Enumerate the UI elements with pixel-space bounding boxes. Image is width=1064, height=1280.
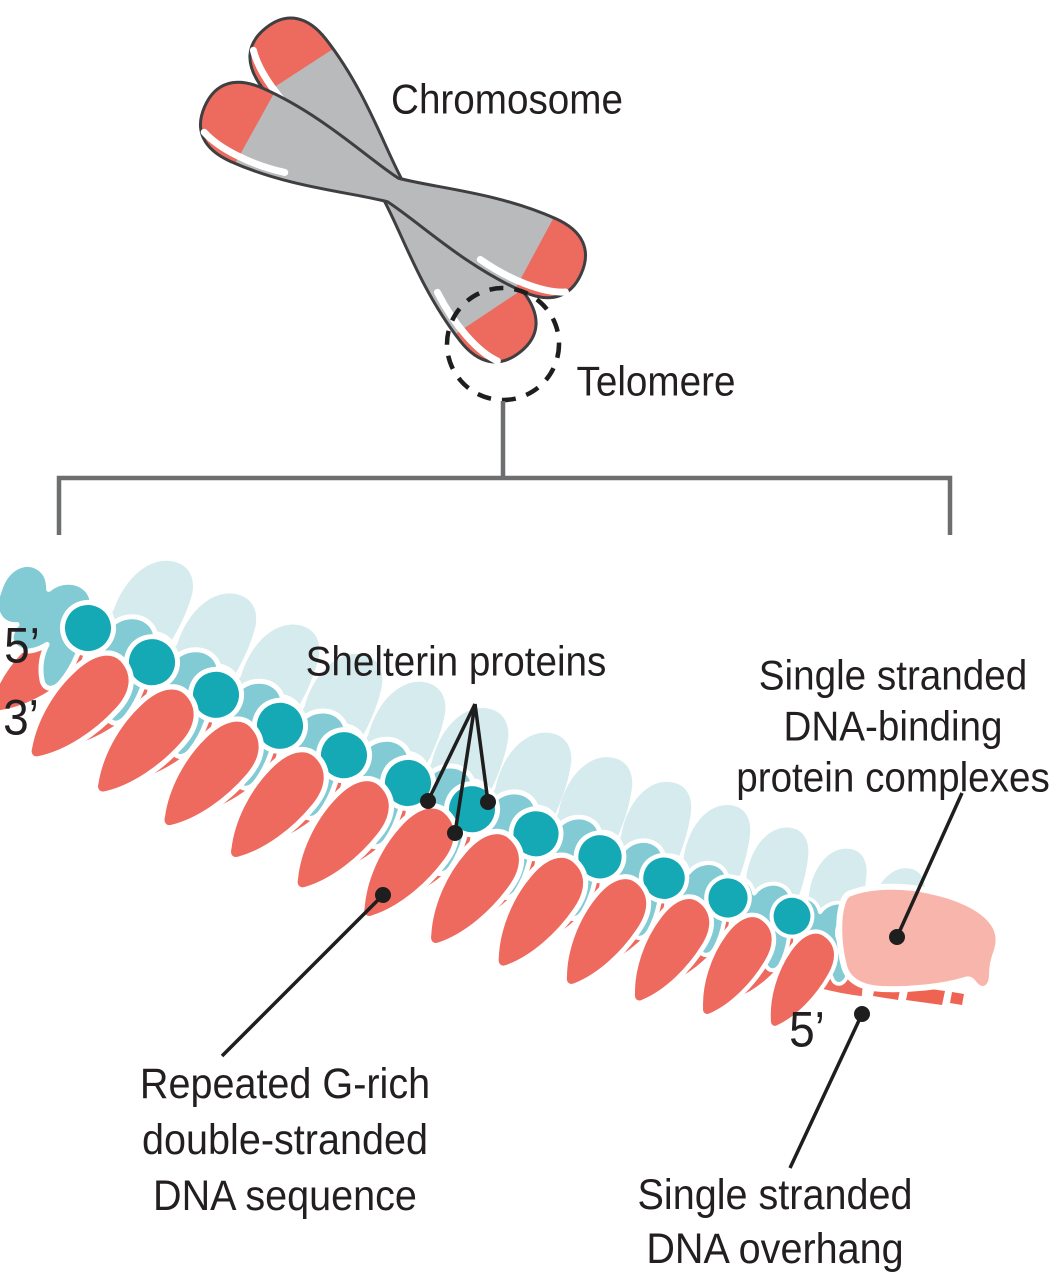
label-line: Repeated G-rich: [139, 1060, 431, 1108]
label-ssdna-binding-complexes: Single stranded DNA-binding protein comp…: [736, 650, 1050, 803]
overhang-dash: [950, 992, 964, 1005]
leader-dot: [375, 887, 391, 903]
label-ssdna-overhang: Single stranded DNA overhang: [638, 1168, 913, 1276]
label-five-prime-right: 5’: [789, 1001, 825, 1058]
ssdna-binding-complex-blob: [836, 883, 1002, 993]
label-five-prime-left: 5’: [4, 617, 40, 674]
label-line: DNA-binding: [783, 702, 1003, 750]
telomere-dashed-circle: [444, 285, 562, 403]
leader-dot: [854, 1006, 870, 1022]
leader-dot: [480, 794, 496, 810]
label-telomere: Telomere: [576, 357, 736, 405]
label-line: DNA overhang: [646, 1225, 904, 1273]
leader-dot: [447, 825, 463, 841]
leader-dot: [889, 929, 905, 945]
leader-dot: [420, 793, 436, 809]
label-shelterin-proteins: Shelterin proteins: [305, 637, 607, 685]
bracket: [56, 475, 953, 535]
label-line: Single stranded: [758, 651, 1028, 699]
label-line: double-stranded: [142, 1116, 428, 1164]
label-three-prime-left: 3’: [3, 689, 39, 746]
leader-line-shelterin: [453, 703, 477, 834]
chromosome-illustration: [173, 0, 612, 389]
leader-lines: [220, 703, 964, 1169]
label-line: Single stranded: [637, 1171, 913, 1219]
label-line: DNA sequence: [153, 1172, 417, 1220]
label-chromosome: Chromosome: [391, 75, 623, 123]
leader-line-shelterin: [426, 703, 477, 802]
leader-line-complex: [895, 792, 964, 938]
leader-line-overhang: [788, 1013, 864, 1169]
label-g-rich-dsdna: Repeated G-rich double-stranded DNA sequ…: [140, 1056, 430, 1224]
leader-line-shelterin: [473, 703, 490, 803]
label-line: protein complexes: [736, 753, 1050, 801]
leader-line-g-rich: [220, 893, 385, 1058]
